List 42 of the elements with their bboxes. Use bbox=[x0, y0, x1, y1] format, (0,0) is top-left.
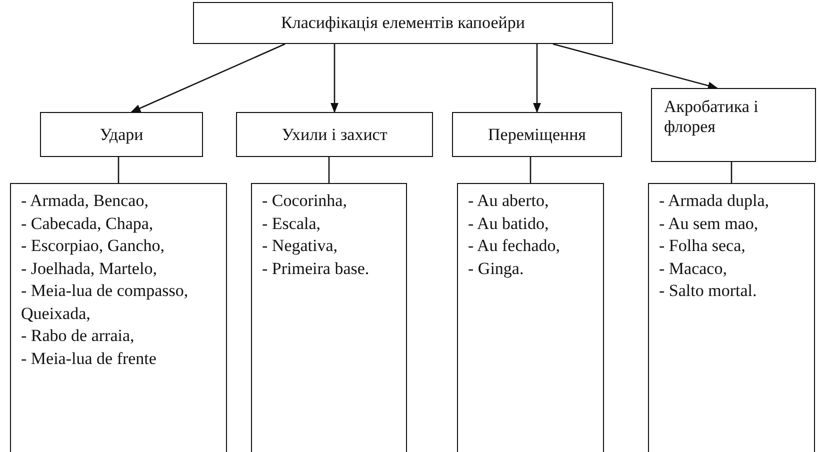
box-label: Переміщення bbox=[488, 124, 586, 144]
list-box bbox=[457, 183, 604, 452]
title-box bbox=[193, 2, 613, 44]
category-box bbox=[40, 112, 203, 157]
category-box bbox=[651, 88, 816, 162]
list-item: - Au sem mao, bbox=[659, 212, 760, 234]
connector-line bbox=[530, 157, 532, 183]
list-box bbox=[10, 183, 227, 452]
list-item: - Rabo de arraia, bbox=[21, 325, 136, 347]
list-item: - Joelhada, Martelo, bbox=[21, 258, 158, 280]
list-item: - Salto mortal. bbox=[659, 280, 758, 302]
list-item: - Meia-lua de compasso, Queixada, bbox=[21, 280, 190, 324]
arrow bbox=[533, 44, 541, 113]
box-label: Ухили і захист bbox=[282, 124, 388, 144]
list-item: - Cocorinha, bbox=[262, 190, 348, 212]
list-item: - Folha seca, bbox=[659, 235, 746, 257]
category-box bbox=[452, 112, 622, 157]
list-item: - Ginga. bbox=[468, 258, 525, 280]
list-box bbox=[648, 183, 815, 452]
arrow bbox=[330, 44, 338, 113]
list-item: - Primeira base. bbox=[262, 258, 370, 280]
connector-line bbox=[328, 157, 330, 183]
box-label: Удари bbox=[100, 124, 144, 144]
list-item: - Macaco, bbox=[659, 258, 728, 280]
arrow bbox=[552, 43, 718, 90]
list-item: - Meia-lua de frente bbox=[21, 348, 158, 370]
arrow bbox=[130, 43, 286, 113]
connector-line bbox=[730, 162, 732, 183]
list-item: - Cabecada, Chapa, bbox=[21, 212, 154, 235]
box-label: Акробатика і флорея bbox=[664, 97, 758, 136]
list-item: - Au batido, bbox=[468, 212, 550, 234]
category-box bbox=[236, 112, 433, 157]
list-item: - Negativa, bbox=[262, 235, 339, 257]
list-item: - Escorpiao, Gancho, bbox=[21, 235, 166, 257]
list-item: - Armada dupla, bbox=[659, 190, 770, 212]
connector-line bbox=[118, 157, 120, 183]
list-item: - Escala, bbox=[262, 212, 322, 234]
box-label: Класифікація елементів капоейри bbox=[281, 13, 525, 33]
list-item: - Au fechado, bbox=[468, 235, 562, 257]
list-item: - Armada, Bencao, bbox=[21, 190, 150, 212]
list-box bbox=[251, 183, 407, 452]
list-item: - Au aberto, bbox=[468, 190, 550, 212]
